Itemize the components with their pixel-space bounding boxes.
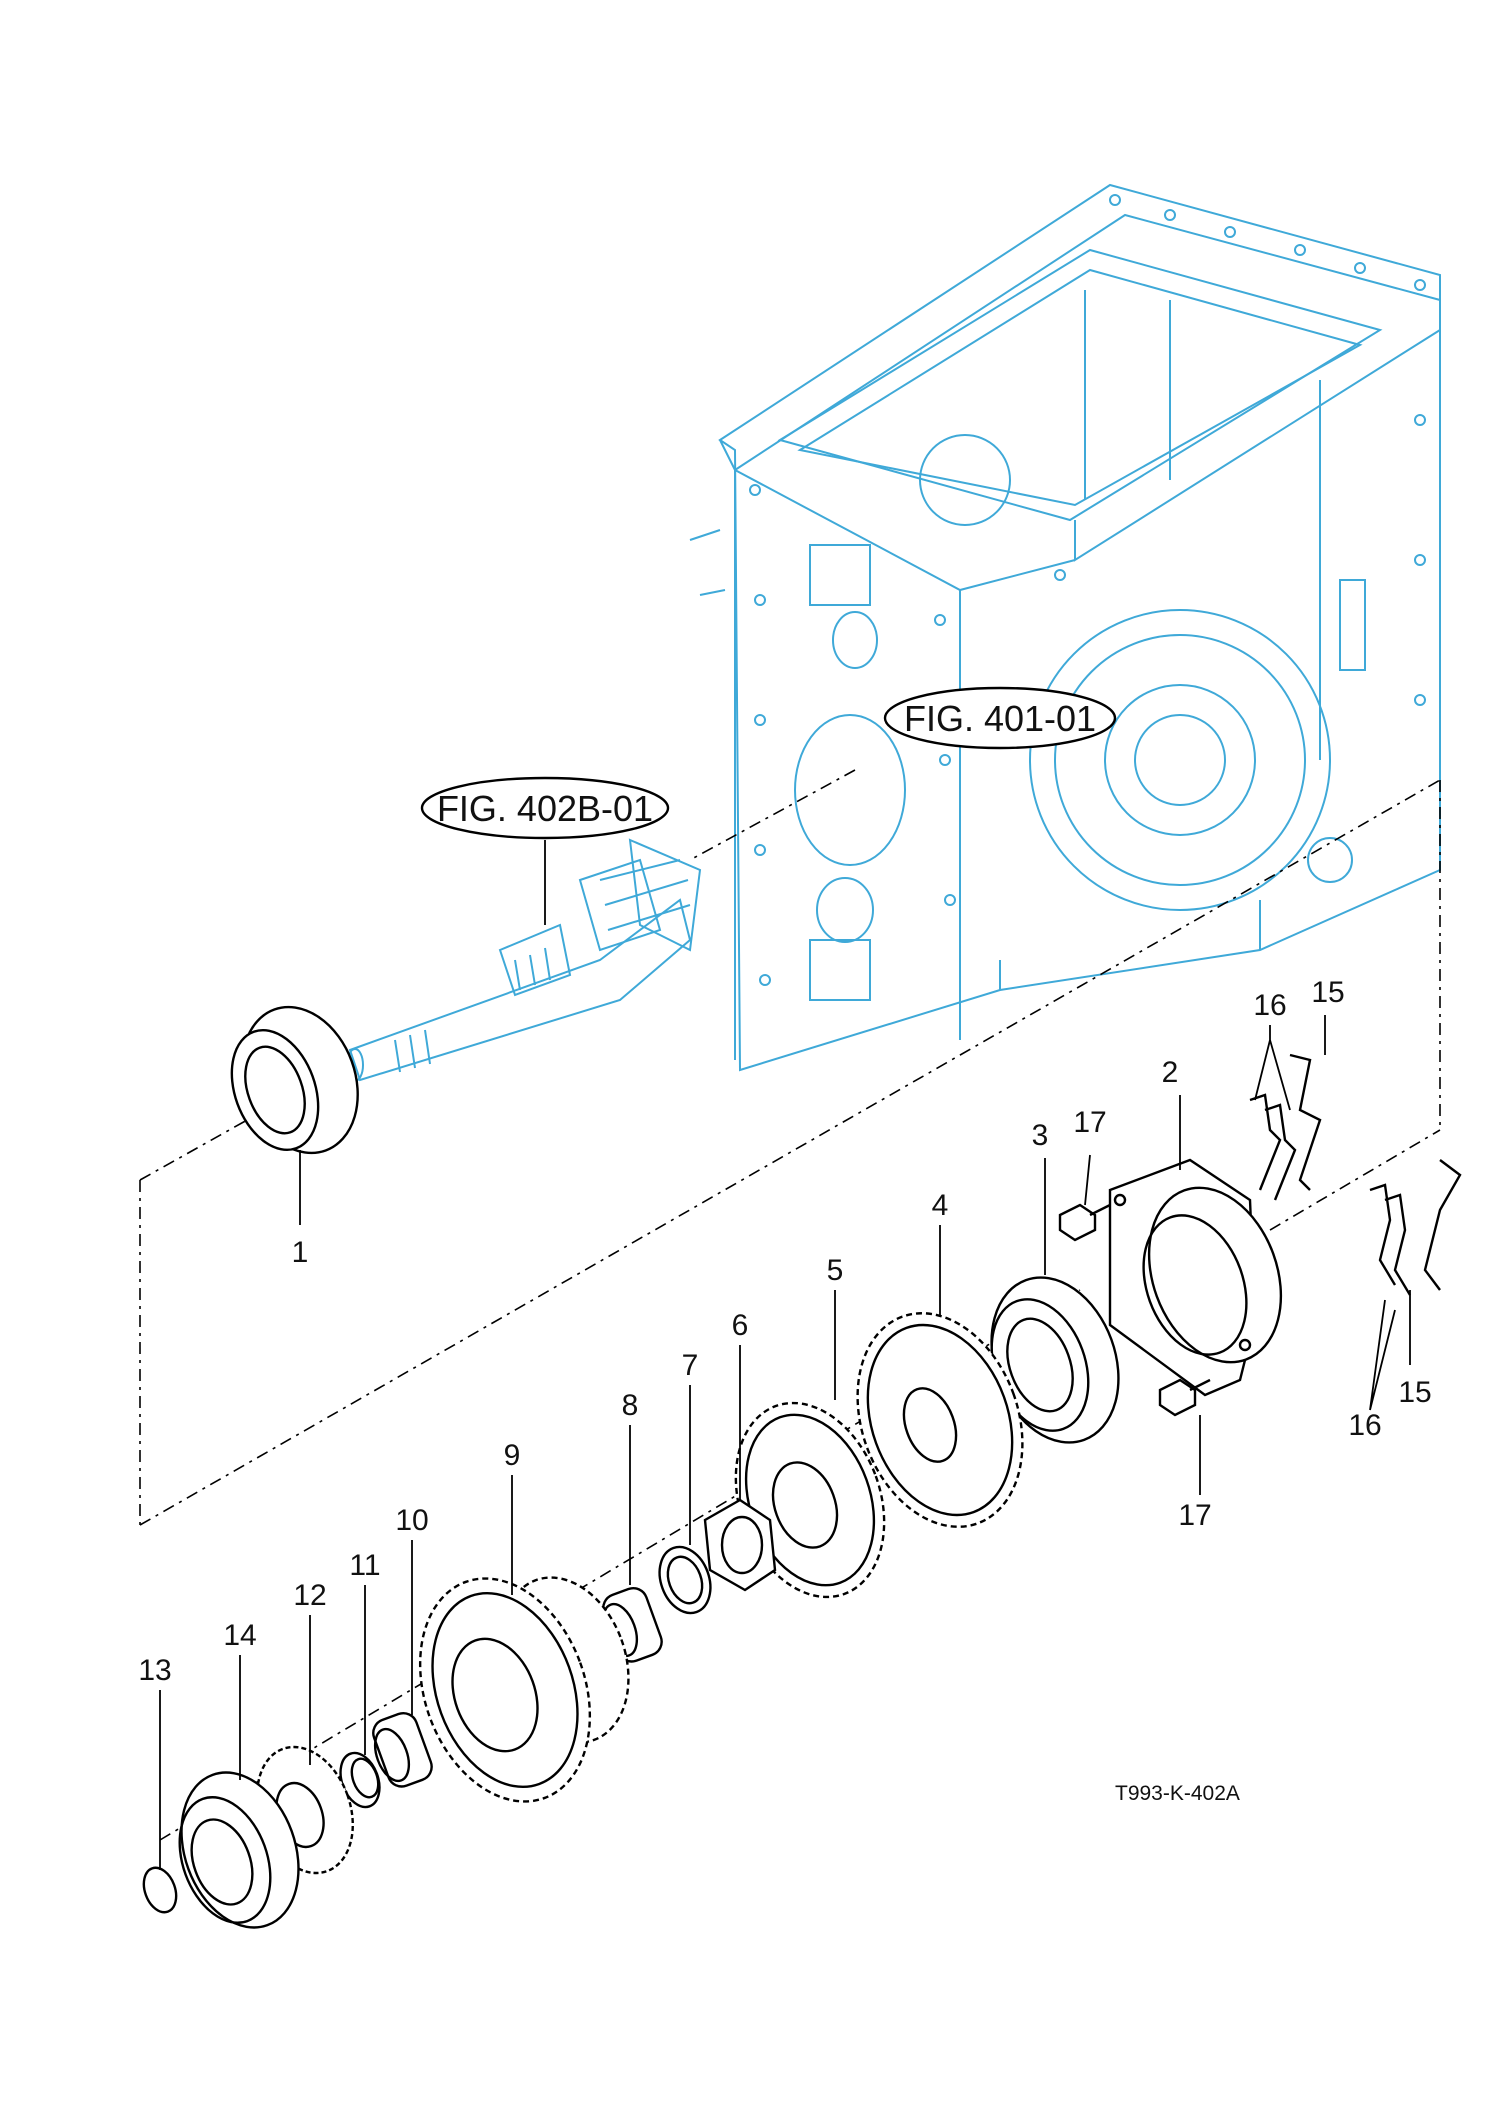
part-14-coupler: [178, 1771, 300, 1929]
label-part-2: 2: [1162, 1056, 1179, 1089]
label-part-1: 1: [292, 1236, 309, 1269]
fig-402b-ref: FIG. 402B-01: [437, 788, 653, 829]
label-part-8: 8: [622, 1389, 639, 1422]
part-10-needle-bearing: [372, 1711, 433, 1788]
part-13-snap-ring: [142, 1866, 178, 1914]
callout-fig-402b: FIG. 402B-01: [420, 776, 670, 840]
label-part-14: 14: [223, 1619, 256, 1652]
label-part-17-bottom: 17: [1178, 1499, 1211, 1532]
transmission-housing: [689, 183, 1441, 1072]
label-part-16-top: 16: [1253, 989, 1286, 1022]
label-part-16-bottom: 16: [1348, 1409, 1381, 1442]
drawing-code: T993-K-402A: [1115, 1782, 1240, 1805]
pinion-shaft: [346, 838, 702, 1082]
label-part-10: 10: [395, 1504, 428, 1537]
part-1-bearing: [230, 1005, 359, 1155]
leader-lines: [159, 840, 1411, 1870]
part-number-labels: 1 2 3 4 5 6 7 8 9 10 11 12 13 14 15 15 1…: [138, 976, 1431, 1687]
label-part-17-top: 17: [1073, 1106, 1106, 1139]
label-part-3: 3: [1032, 1119, 1049, 1152]
label-part-5: 5: [827, 1254, 844, 1287]
fig-401-ref: FIG. 401-01: [904, 698, 1096, 739]
parts-15-16-clips: [1249, 1053, 1462, 1296]
part-17-bolts: [1058, 1203, 1211, 1417]
label-part-15-top: 15: [1311, 976, 1344, 1009]
part-4-gear: [856, 1312, 1024, 1528]
part-2-bearing-housing: [1108, 1158, 1283, 1397]
callout-fig-401: FIG. 401-01: [883, 686, 1117, 750]
label-part-9: 9: [504, 1439, 521, 1472]
label-part-6: 6: [732, 1309, 749, 1342]
label-part-13: 13: [138, 1654, 171, 1687]
label-part-15-bottom: 15: [1398, 1376, 1431, 1409]
label-part-12: 12: [293, 1579, 326, 1612]
label-part-4: 4: [932, 1189, 949, 1222]
part-7-washer: [658, 1545, 712, 1615]
label-part-7: 7: [682, 1349, 699, 1382]
label-part-11: 11: [349, 1549, 380, 1582]
part-9-cluster-gear: [418, 1576, 630, 1803]
